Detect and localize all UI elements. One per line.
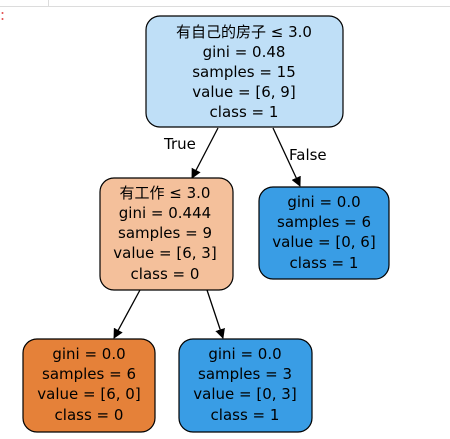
root-split-label: 有自己的房子 ≤ 3.0 <box>176 23 312 41</box>
edge-root-to-left <box>191 127 219 179</box>
tree-node-root: 有自己的房子 ≤ 3.0 gini = 0.48 samples = 15 va… <box>145 15 344 128</box>
notebook-toolbar-strip <box>0 0 450 7</box>
root-samples-label: samples = 15 <box>192 63 296 81</box>
root-value-label: value = [6, 9] <box>192 83 295 101</box>
leaf-left-gini-label: gini = 0.0 <box>52 345 125 363</box>
leaf-left-samples-label: samples = 6 <box>42 365 136 383</box>
tree-node-right-leaf: gini = 0.0 samples = 6 value = [0, 6] cl… <box>258 186 390 280</box>
tree-node-leaf-left: gini = 0.0 samples = 6 value = [6, 0] cl… <box>22 338 156 433</box>
leaf-left-value-label: value = [6, 0] <box>37 385 140 403</box>
left-value-label: value = [6, 3] <box>113 244 216 262</box>
tree-node-leaf-right: gini = 0.0 samples = 3 value = [0, 3] cl… <box>178 338 313 433</box>
right-class-label: class = 1 <box>290 254 359 272</box>
edge-label-true: True <box>163 135 196 153</box>
edge-left-to-leaf-right <box>206 289 225 339</box>
leaf-right-samples-label: samples = 3 <box>198 365 292 383</box>
right-samples-label: samples = 6 <box>277 213 371 231</box>
leaf-right-gini-label: gini = 0.0 <box>208 345 281 363</box>
left-split-label: 有工作 ≤ 3.0 <box>120 184 211 202</box>
tree-node-left: 有工作 ≤ 3.0 gini = 0.444 samples = 9 value… <box>99 177 234 291</box>
toolbar-segment <box>0 0 49 6</box>
right-value-label: value = [0, 6] <box>272 233 375 251</box>
edge-label-false: False <box>289 146 327 164</box>
left-class-label: class = 0 <box>131 265 200 283</box>
edge-root-to-right <box>272 127 301 187</box>
root-class-label: class = 1 <box>210 103 279 121</box>
margin-marker <box>1 12 4 20</box>
edge-left-to-leaf-left <box>113 289 141 339</box>
left-gini-label: gini = 0.444 <box>119 204 211 222</box>
left-samples-label: samples = 9 <box>118 224 212 242</box>
leaf-left-class-label: class = 0 <box>55 406 124 424</box>
right-gini-label: gini = 0.0 <box>287 193 360 211</box>
leaf-right-value-label: value = [0, 3] <box>193 385 296 403</box>
leaf-right-class-label: class = 1 <box>211 406 280 424</box>
root-gini-label: gini = 0.48 <box>203 43 286 61</box>
